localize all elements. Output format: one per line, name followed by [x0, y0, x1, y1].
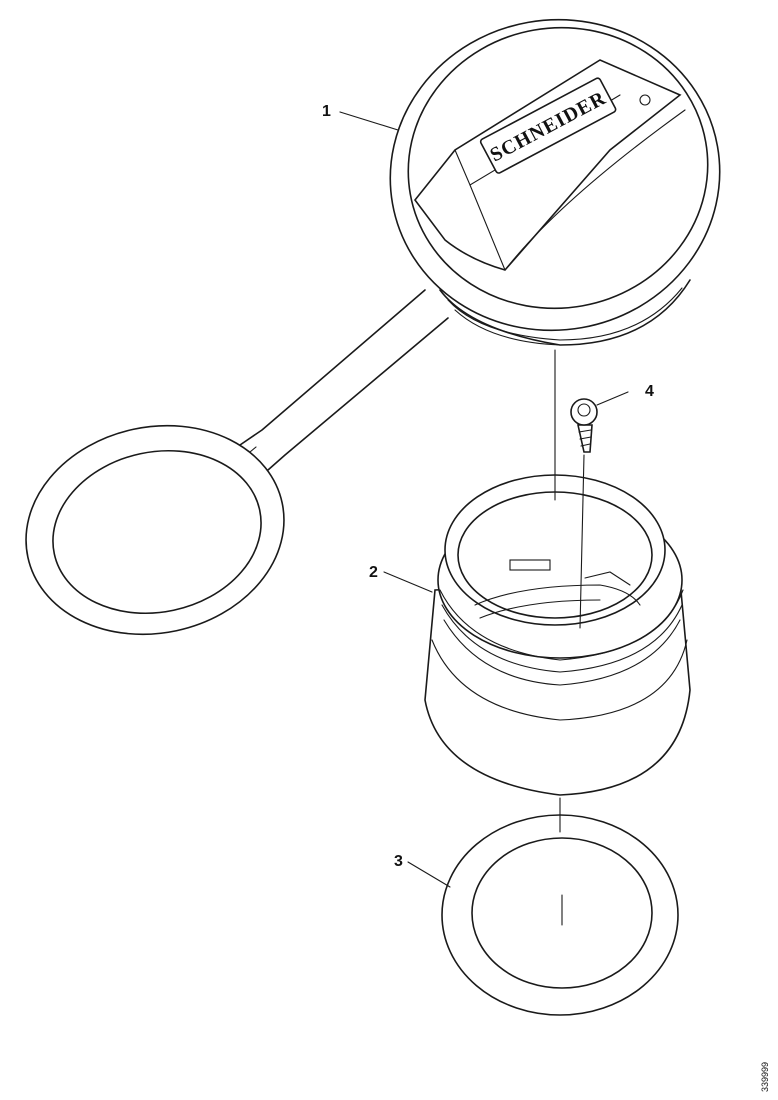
callout-1: 1	[322, 103, 331, 120]
screw-part-4	[570, 398, 598, 453]
lanyard-strap	[237, 289, 449, 471]
callout-2: 2	[369, 564, 378, 581]
lanyard-ring	[25, 424, 285, 636]
figure-id: 339999	[760, 1062, 770, 1092]
callout-3: 3	[394, 853, 403, 870]
callout-leaders	[339, 111, 629, 888]
cap-part-1: SCHNEIDER	[389, 18, 721, 346]
callout-4: 4	[645, 383, 654, 400]
assembly-axis-lines	[554, 349, 585, 833]
body-part-2	[424, 474, 691, 796]
gasket-part-3	[441, 814, 679, 1016]
